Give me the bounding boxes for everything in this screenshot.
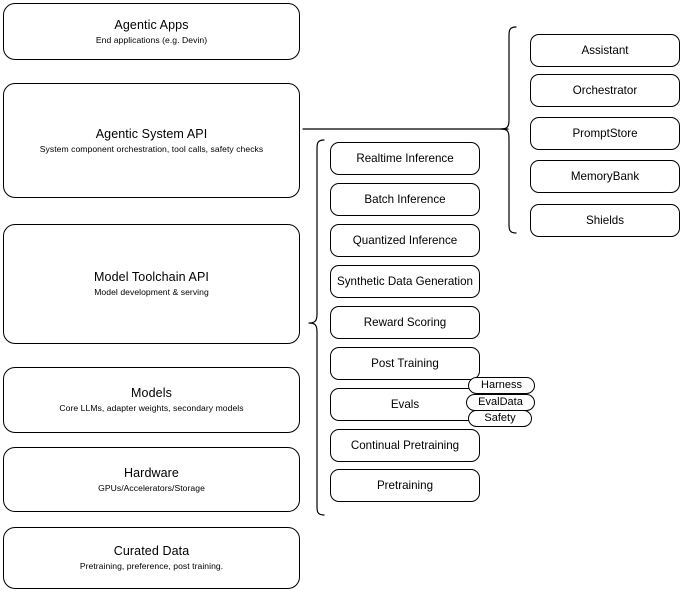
layer-title: Agentic Apps [114,17,189,32]
toolchain-label: Pretraining [376,478,434,492]
brace-system-components [500,26,517,234]
toolchain-label: Continual Pretraining [350,438,460,452]
toolchain-label: Synthetic Data Generation [337,274,473,288]
toolchain-label: Realtime Inference [356,151,454,165]
evals-tag-label: Harness [481,379,522,391]
component-label: Shields [585,213,625,227]
component-assistant[interactable]: Assistant [530,34,680,67]
toolchain-quantized-inference[interactable]: Quantized Inference [330,224,480,257]
evals-tag-label: EvalData [478,396,523,408]
component-label: MemoryBank [570,169,640,183]
component-label: Orchestrator [572,83,638,97]
layer-title: Agentic System API [95,126,208,141]
layer-subtitle: Pretraining, preference, post training. [79,561,224,571]
layer-title: Models [131,386,172,400]
layer-card-agentic-system-api[interactable]: Agentic System API System component orch… [3,83,300,198]
component-shields[interactable]: Shields [530,204,680,237]
toolchain-label: Evals [390,397,420,411]
evals-tag-harness[interactable]: Harness [468,377,535,394]
layer-subtitle: Core LLMs, adapter weights, secondary mo… [59,403,244,413]
component-orchestrator[interactable]: Orchestrator [530,74,680,107]
evals-tag-safety[interactable]: Safety [468,410,532,427]
layer-subtitle: Model development & serving [94,287,209,297]
toolchain-evals[interactable]: Evals [330,388,480,421]
toolchain-label: Reward Scoring [363,315,447,329]
layer-title: Curated Data [113,544,190,558]
toolchain-continual-pretraining[interactable]: Continual Pretraining [330,429,480,462]
layer-card-models[interactable]: Models Core LLMs, adapter weights, secon… [3,367,300,433]
toolchain-reward-scoring[interactable]: Reward Scoring [330,306,480,339]
layer-title: Model Toolchain API [94,270,209,284]
evals-tag-evaldata[interactable]: EvalData [466,394,535,411]
component-label: Assistant [581,43,629,57]
toolchain-batch-inference[interactable]: Batch Inference [330,183,480,216]
component-memorybank[interactable]: MemoryBank [530,160,680,193]
layer-subtitle: GPUs/Accelerators/Storage [98,482,205,493]
brace-toolchain-components [308,139,325,516]
layer-card-model-toolchain-api[interactable]: Model Toolchain API Model development & … [3,224,300,344]
toolchain-label: Post Training [371,356,439,370]
toolchain-pretraining[interactable]: Pretraining [330,469,480,502]
layer-card-hardware[interactable]: Hardware GPUs/Accelerators/Storage [3,447,300,512]
connector-agentic-system-api-to-components [302,128,509,130]
layer-title: Hardware [124,465,179,480]
toolchain-realtime-inference[interactable]: Realtime Inference [330,142,480,175]
layer-card-curated-data[interactable]: Curated Data Pretraining, preference, po… [3,527,300,589]
component-label: PromptStore [572,126,638,140]
toolchain-post-training[interactable]: Post Training [330,347,480,380]
layer-subtitle: End applications (e.g. Devin) [95,34,208,45]
toolchain-label: Batch Inference [364,192,446,206]
toolchain-label: Quantized Inference [352,233,458,247]
evals-tag-label: Safety [484,412,516,424]
layer-subtitle: System component orchestration, tool cal… [39,143,264,154]
toolchain-synthetic-data-generation[interactable]: Synthetic Data Generation [330,265,480,298]
component-promptstore[interactable]: PromptStore [530,117,680,150]
layer-card-agentic-apps[interactable]: Agentic Apps End applications (e.g. Devi… [3,3,300,60]
